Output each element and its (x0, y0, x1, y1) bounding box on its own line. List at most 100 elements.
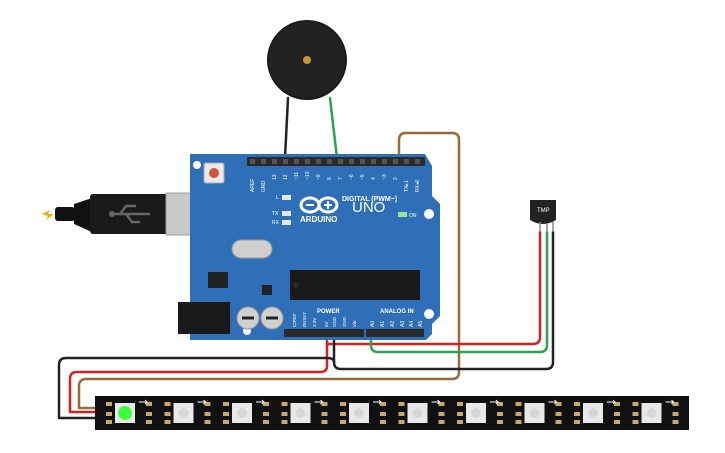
usb-icon (112, 204, 150, 224)
power-header (284, 329, 364, 337)
arrow-right-icon (665, 399, 675, 405)
pin-label: ~9 (316, 174, 322, 180)
pin-label: ~5 (360, 174, 366, 180)
buzzer-signal-wire[interactable] (328, 96, 339, 160)
sensor-label: TMP (537, 208, 550, 214)
pin-label: A0 (370, 321, 376, 327)
pin-label: A3 (400, 321, 406, 327)
strip-pixels (106, 399, 679, 424)
pin-label: 3.3V (312, 318, 317, 327)
pin-label: GND (332, 316, 337, 327)
led-off (178, 408, 189, 418)
power-led (398, 212, 407, 217)
pin-label: A1 (380, 321, 386, 327)
analog-section-label: ANALOG IN (380, 309, 414, 315)
sensor-gnd-wire[interactable] (332, 230, 555, 371)
led-off (588, 408, 598, 418)
pin-label: RX◂0 (415, 180, 421, 192)
pin-label: A4 (409, 321, 415, 327)
led-pixel (398, 399, 445, 424)
usb-cable[interactable] (42, 192, 211, 236)
arrow-right-icon (373, 399, 383, 405)
reset-button[interactable] (203, 162, 225, 184)
sensor-signal-wire[interactable] (369, 230, 549, 354)
pin-label: 5V (324, 321, 329, 327)
temperature-sensor[interactable]: TMP (530, 200, 556, 232)
led-off (295, 408, 306, 418)
pin-label: ~10 (305, 171, 311, 180)
pin-label: ~3 (382, 174, 388, 180)
led-off (237, 408, 247, 418)
microcontroller-chip (290, 270, 420, 300)
pin-label: Vin (352, 320, 357, 327)
led-pixel (223, 399, 269, 424)
led-pixel (340, 399, 386, 424)
wires (57, 96, 555, 420)
strip-data-wire[interactable] (77, 131, 461, 410)
pin-label: 2 (393, 177, 399, 180)
buzzer-gnd-wire[interactable] (283, 96, 290, 160)
pin-label: 4 (371, 177, 377, 180)
pin-label: ~11 (294, 172, 300, 180)
arrow-right-icon (490, 399, 500, 405)
pin-label: 12 (283, 174, 289, 180)
rx-led-label: RX (272, 220, 280, 226)
led-strip[interactable] (95, 396, 689, 430)
power-jack (178, 302, 230, 334)
led-pixel (106, 399, 152, 424)
analog-header (366, 329, 424, 337)
arduino-logo (299, 196, 339, 214)
pin-label: GND (342, 316, 347, 327)
led-pixel (632, 399, 679, 424)
led-off (354, 408, 364, 418)
led-pixel (164, 399, 211, 424)
led-pixel (457, 399, 503, 424)
pin-label: 8 (327, 177, 333, 180)
tx-led-label: TX (272, 211, 279, 217)
led-lit (118, 406, 132, 420)
piezo-buzzer[interactable] (267, 20, 347, 100)
led-pixel (515, 399, 562, 424)
arrow-right-icon (256, 399, 266, 405)
pin-label: A5 (418, 321, 424, 327)
l-led-label: L (276, 195, 279, 201)
arrow-right-icon (431, 399, 441, 405)
arrow-right-icon (314, 399, 324, 405)
buzzer-center-dot (303, 56, 311, 64)
led-off (529, 408, 540, 418)
arduino-uno-board[interactable]: AREF GND 13 12 ~11 ~10 ~9 8 7 ~6 ~5 4 ~3… (178, 154, 440, 340)
pin-label: ~6 (349, 174, 355, 180)
tx-led (282, 211, 291, 216)
led-off (471, 408, 481, 418)
lightning-icon (42, 210, 54, 220)
analog-pin-labels: A0 A1 A2 A3 A4 A5 (370, 321, 424, 327)
arrow-right-icon (197, 399, 207, 405)
arrow-right-icon (548, 399, 558, 405)
brand-label: ARDUINO (300, 215, 337, 224)
rx-led (282, 220, 291, 225)
arrow-right-icon (139, 399, 149, 405)
pin-label: 7 (338, 177, 344, 180)
digital-section-label: DIGITAL (PWM~) (342, 196, 397, 203)
strip-5v-wire[interactable] (68, 342, 329, 414)
power-section-label: POWER (317, 309, 340, 315)
power-pin-labels: IOREF RESET 3.3V 5V GND GND Vin (292, 312, 357, 327)
crystal-oscillator (231, 239, 273, 259)
l-led (282, 195, 291, 200)
pin-label: AREF (250, 179, 256, 192)
led-pixel (574, 399, 620, 424)
strip-gnd-wire[interactable] (57, 356, 336, 420)
led-pixel (281, 399, 328, 424)
pin-label: RESET (302, 312, 307, 327)
sensor-5v-wire[interactable] (325, 230, 542, 346)
pin-label: TX▸1 (404, 180, 410, 192)
digital-header (247, 157, 425, 166)
led-off (646, 408, 657, 418)
pin-label: 13 (272, 174, 278, 180)
pin-label: A2 (390, 321, 396, 327)
pin-label: GND (261, 181, 267, 193)
capacitors (236, 306, 284, 330)
led-off (412, 408, 423, 418)
arrow-right-icon (607, 399, 617, 405)
